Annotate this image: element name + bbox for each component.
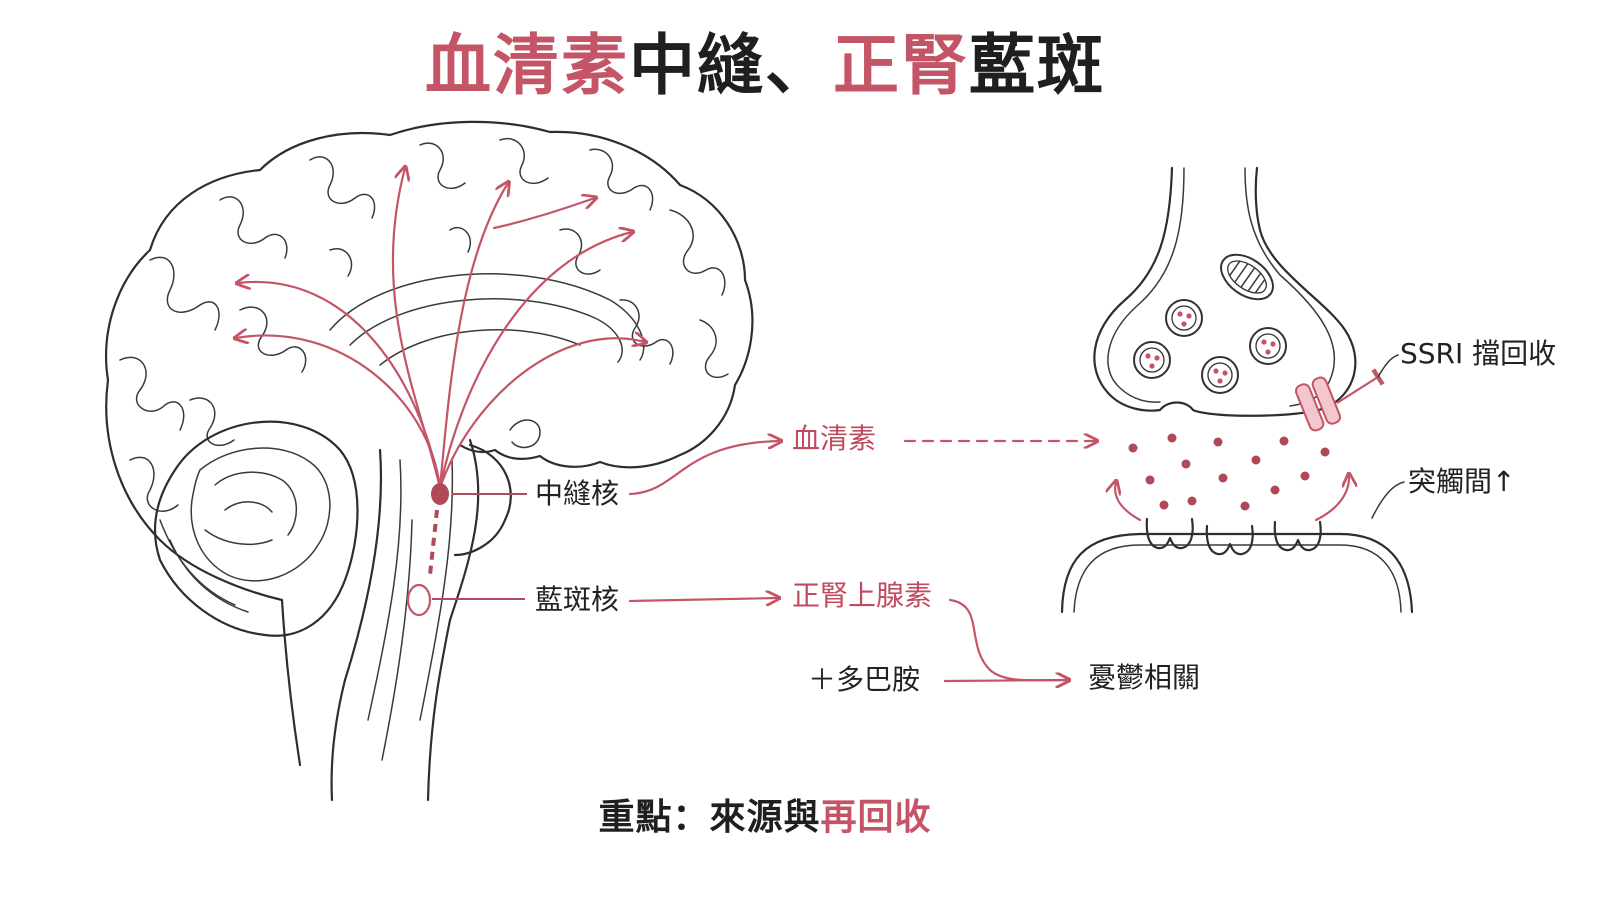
reuptake-transporter bbox=[1294, 376, 1342, 432]
dopamine-label: ＋多巴胺 bbox=[808, 663, 921, 696]
synapse-leader bbox=[1371, 481, 1405, 519]
title-serotonin: 血清素 bbox=[425, 27, 629, 104]
norepinephrine-to-depression-arrow bbox=[948, 598, 1068, 680]
depression-label: 憂鬱相關 bbox=[1088, 661, 1201, 694]
diagram-title: 血清素中縫、正腎藍斑 bbox=[0, 26, 1530, 106]
dopamine-to-depression-arrow bbox=[943, 680, 1068, 681]
brain-illustration bbox=[105, 120, 754, 802]
footer-prefix: 重點：來源與 bbox=[598, 797, 821, 838]
serotonin-label: 血清素 bbox=[792, 422, 877, 455]
footer-highlight: 再回收 bbox=[820, 797, 932, 838]
title-norepinephrine: 正腎 bbox=[833, 27, 969, 104]
ssri-leader bbox=[1377, 354, 1399, 378]
raphe-nucleus-marker bbox=[431, 483, 449, 505]
raphe-nucleus-label: 中縫核 bbox=[535, 477, 620, 510]
ssri-label: SSRI 擋回收 bbox=[1400, 337, 1557, 370]
locus-coeruleus-label: 藍斑核 bbox=[535, 583, 620, 616]
mitochondrion bbox=[1220, 253, 1274, 301]
synaptic-cleft-label: 突觸間↑ bbox=[1408, 465, 1516, 498]
footer-note: 重點：來源與再回收 bbox=[0, 796, 1530, 840]
title-raphe: 中縫 bbox=[629, 27, 765, 104]
postsynaptic-receptors bbox=[1145, 517, 1322, 556]
vesicles bbox=[1133, 299, 1287, 394]
synapse-illustration bbox=[1060, 166, 1414, 614]
ssri-blocker-line bbox=[1336, 368, 1385, 404]
locus-coeruleus-marker bbox=[406, 583, 432, 617]
serotonin-projections bbox=[236, 168, 645, 490]
title-separator: 、 bbox=[765, 27, 833, 104]
synaptic-serotonin bbox=[1128, 433, 1330, 511]
raphe-dashed-column bbox=[428, 509, 439, 576]
norepinephrine-label: 正腎上腺素 bbox=[792, 579, 933, 612]
title-locus: 藍斑 bbox=[969, 27, 1105, 104]
raphe-to-serotonin-arrow bbox=[628, 441, 780, 496]
locus-to-norepinephrine-arrow bbox=[628, 598, 778, 601]
